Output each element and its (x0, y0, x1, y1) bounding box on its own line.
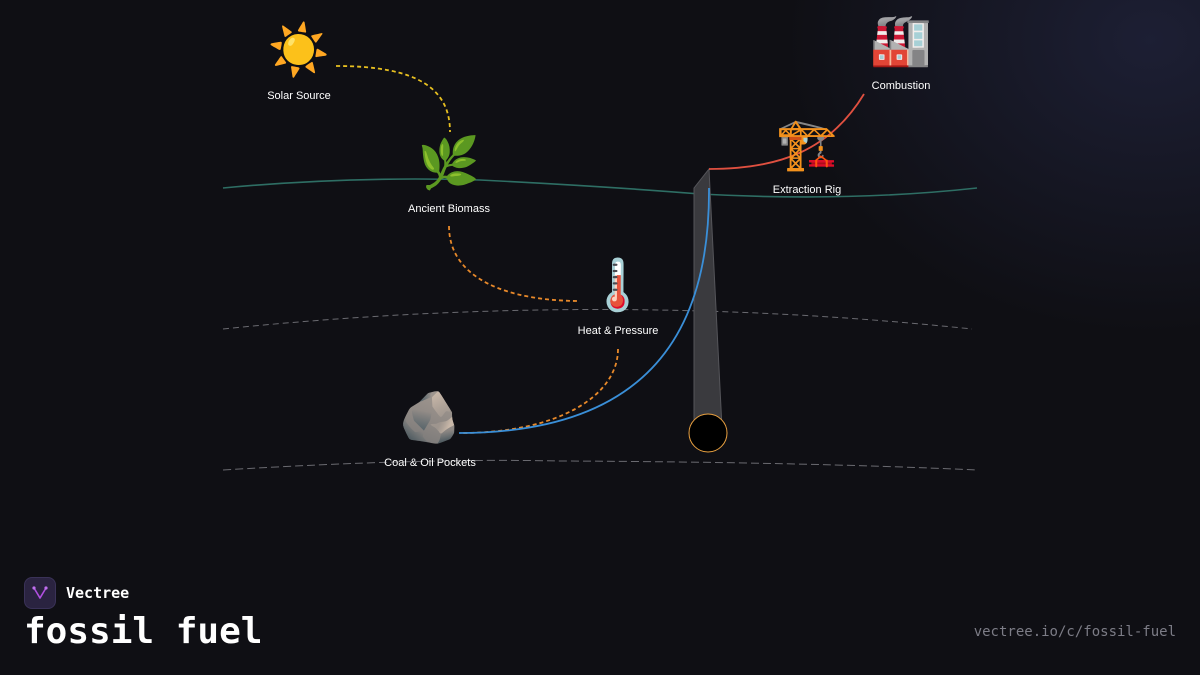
sunlight-connector (335, 65, 451, 133)
node-label: Heat & Pressure (577, 325, 659, 337)
node-label: Combustion (871, 80, 931, 92)
well-bottom (688, 413, 728, 453)
node-extraction-rig[interactable]: 🏗️ Extraction Rig (773, 114, 841, 196)
node-label: Ancient Biomass (408, 203, 490, 215)
maturation-connector (459, 348, 619, 434)
combustion-connector (708, 93, 865, 170)
node-ancient-biomass[interactable]: 🌿 Ancient Biomass (408, 133, 490, 215)
node-heat-pressure[interactable]: 🌡️ Heat & Pressure (578, 255, 659, 337)
sun-icon: ☀️ (267, 21, 331, 79)
factory-icon: 🏭 (869, 11, 933, 69)
rock-icon: 🪨 (398, 388, 462, 446)
burial-connector (448, 225, 581, 302)
extraction-connector (458, 187, 710, 434)
brand-name: Vectree (66, 584, 130, 602)
surface-line (222, 178, 978, 198)
thermometer-icon: 🌡️ (586, 256, 650, 314)
crane-icon: 🏗️ (775, 115, 839, 173)
node-label: Extraction Rig (772, 184, 842, 196)
node-combustion[interactable]: 🏭 Combustion (870, 10, 932, 92)
strata-line-upper (222, 309, 973, 330)
node-label: Solar Source (267, 90, 331, 102)
strata-line-lower (222, 459, 978, 471)
page-url[interactable]: vectree.io/c/fossil-fuel (973, 624, 1176, 640)
brand[interactable]: Vectree (24, 577, 129, 609)
node-label: Coal & Oil Pockets (384, 457, 476, 469)
herb-icon: 🌿 (417, 134, 481, 192)
page-title: fossil fuel (24, 611, 263, 652)
node-coal-oil-pockets[interactable]: 🪨 Coal & Oil Pockets (384, 387, 476, 469)
node-solar-source[interactable]: ☀️ Solar Source (267, 20, 331, 102)
vectree-logo-icon (24, 577, 56, 609)
